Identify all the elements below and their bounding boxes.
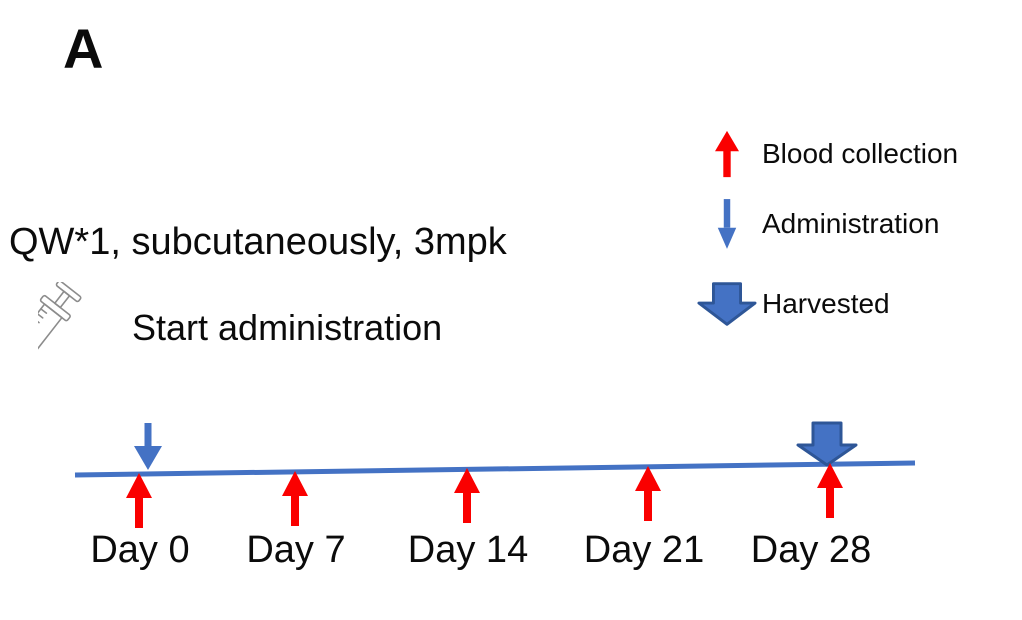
timeline-line [74, 460, 916, 478]
harvested-arrow-icon [694, 281, 760, 327]
legend-item-blood-collection: Blood collection [694, 128, 958, 180]
legend-item-harvested: Harvested [694, 280, 890, 328]
day-label-0: Day 0 [90, 529, 190, 571]
day-label-28: Day 28 [750, 529, 872, 571]
day-label-7: Day 7 [246, 529, 346, 571]
administration-arrow-day0 [134, 423, 162, 470]
legend-item-administration: Administration [694, 196, 939, 252]
blood-collection-arrow-day14 [454, 468, 480, 523]
day-label-14: Day 14 [407, 529, 529, 571]
start-administration-label: Start administration [132, 307, 443, 348]
panel-label: A [63, 17, 104, 80]
blood-collection-arrow-day21 [635, 466, 661, 521]
blood-collection-arrow-day7 [282, 471, 308, 526]
day-label-21: Day 21 [583, 529, 705, 571]
legend-label-blood-collection: Blood collection [762, 138, 959, 169]
harvested-arrow-day28 [796, 421, 858, 467]
blood-collection-arrow-icon [694, 130, 760, 178]
legend-label-harvested: Harvested [762, 288, 890, 319]
blood-collection-arrow-day28 [817, 463, 843, 518]
dose-note: QW*1, subcutaneously, 3mpk [9, 221, 507, 263]
administration-arrow-icon [694, 197, 760, 251]
legend-label-administration: Administration [762, 208, 940, 239]
blood-collection-arrow-day0 [126, 473, 152, 528]
